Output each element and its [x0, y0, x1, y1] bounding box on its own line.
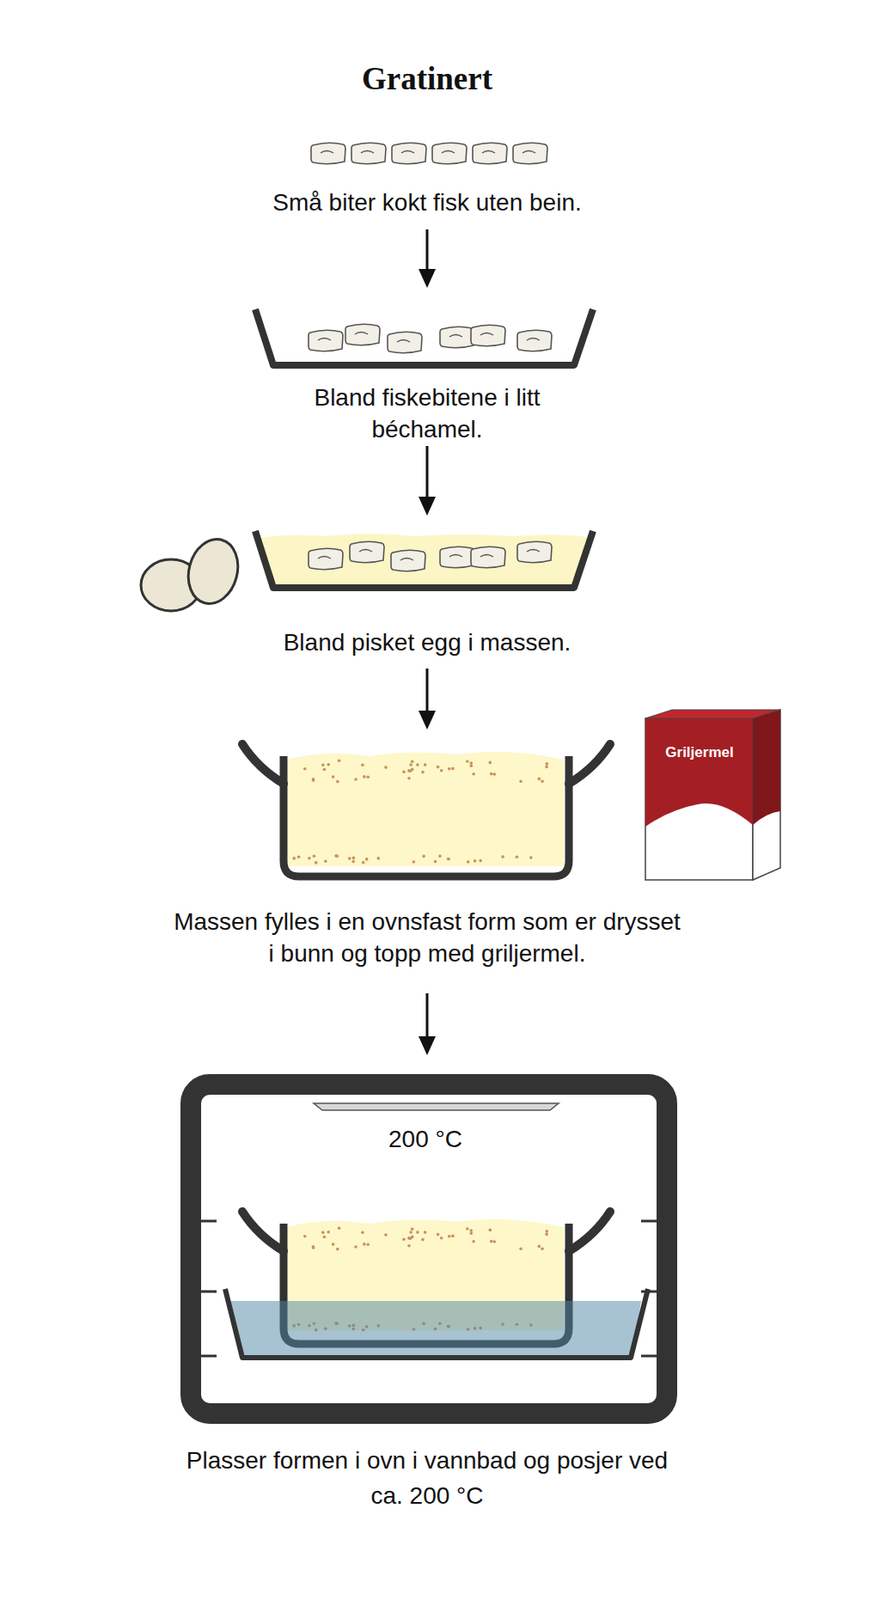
step-caption: Bland fiskebitene i litt béchamel. [272, 381, 582, 446]
title: Gratinert [255, 60, 599, 98]
pan-egg-mixture [140, 531, 593, 612]
process-step: Massen fylles i en ovnsfast form som er … [169, 729, 685, 994]
step-caption: Plasser formen i ovn i vannbad og posjer… [169, 1442, 685, 1514]
pan-bechamel [255, 309, 593, 366]
step-caption: Små biter kokt fisk uten bein. [229, 186, 625, 219]
flow-arrow [418, 993, 436, 1056]
process-step: Plasser formen i ovn i vannbad og posjer… [169, 1055, 685, 1521]
breadcrumb-package [645, 709, 781, 880]
baking-form [242, 744, 611, 877]
process-step: Bland pisket egg i massen. [229, 515, 625, 669]
process-step: Små biter kokt fisk uten bein. [229, 141, 625, 230]
fish-pieces [311, 142, 548, 165]
flow-arrow [418, 446, 436, 516]
step-caption: Bland pisket egg i massen. [229, 626, 625, 659]
temperature-label: 200 °C [360, 1125, 490, 1154]
flow-arrow [418, 668, 436, 730]
process-step: Bland fiskebitene i litt béchamel. [272, 287, 582, 447]
oven [190, 1084, 667, 1414]
flow-arrow [418, 229, 436, 288]
step-caption: Massen fylles i en ovnsfast form som er … [169, 905, 685, 970]
package-label: Griljermel [649, 744, 750, 762]
